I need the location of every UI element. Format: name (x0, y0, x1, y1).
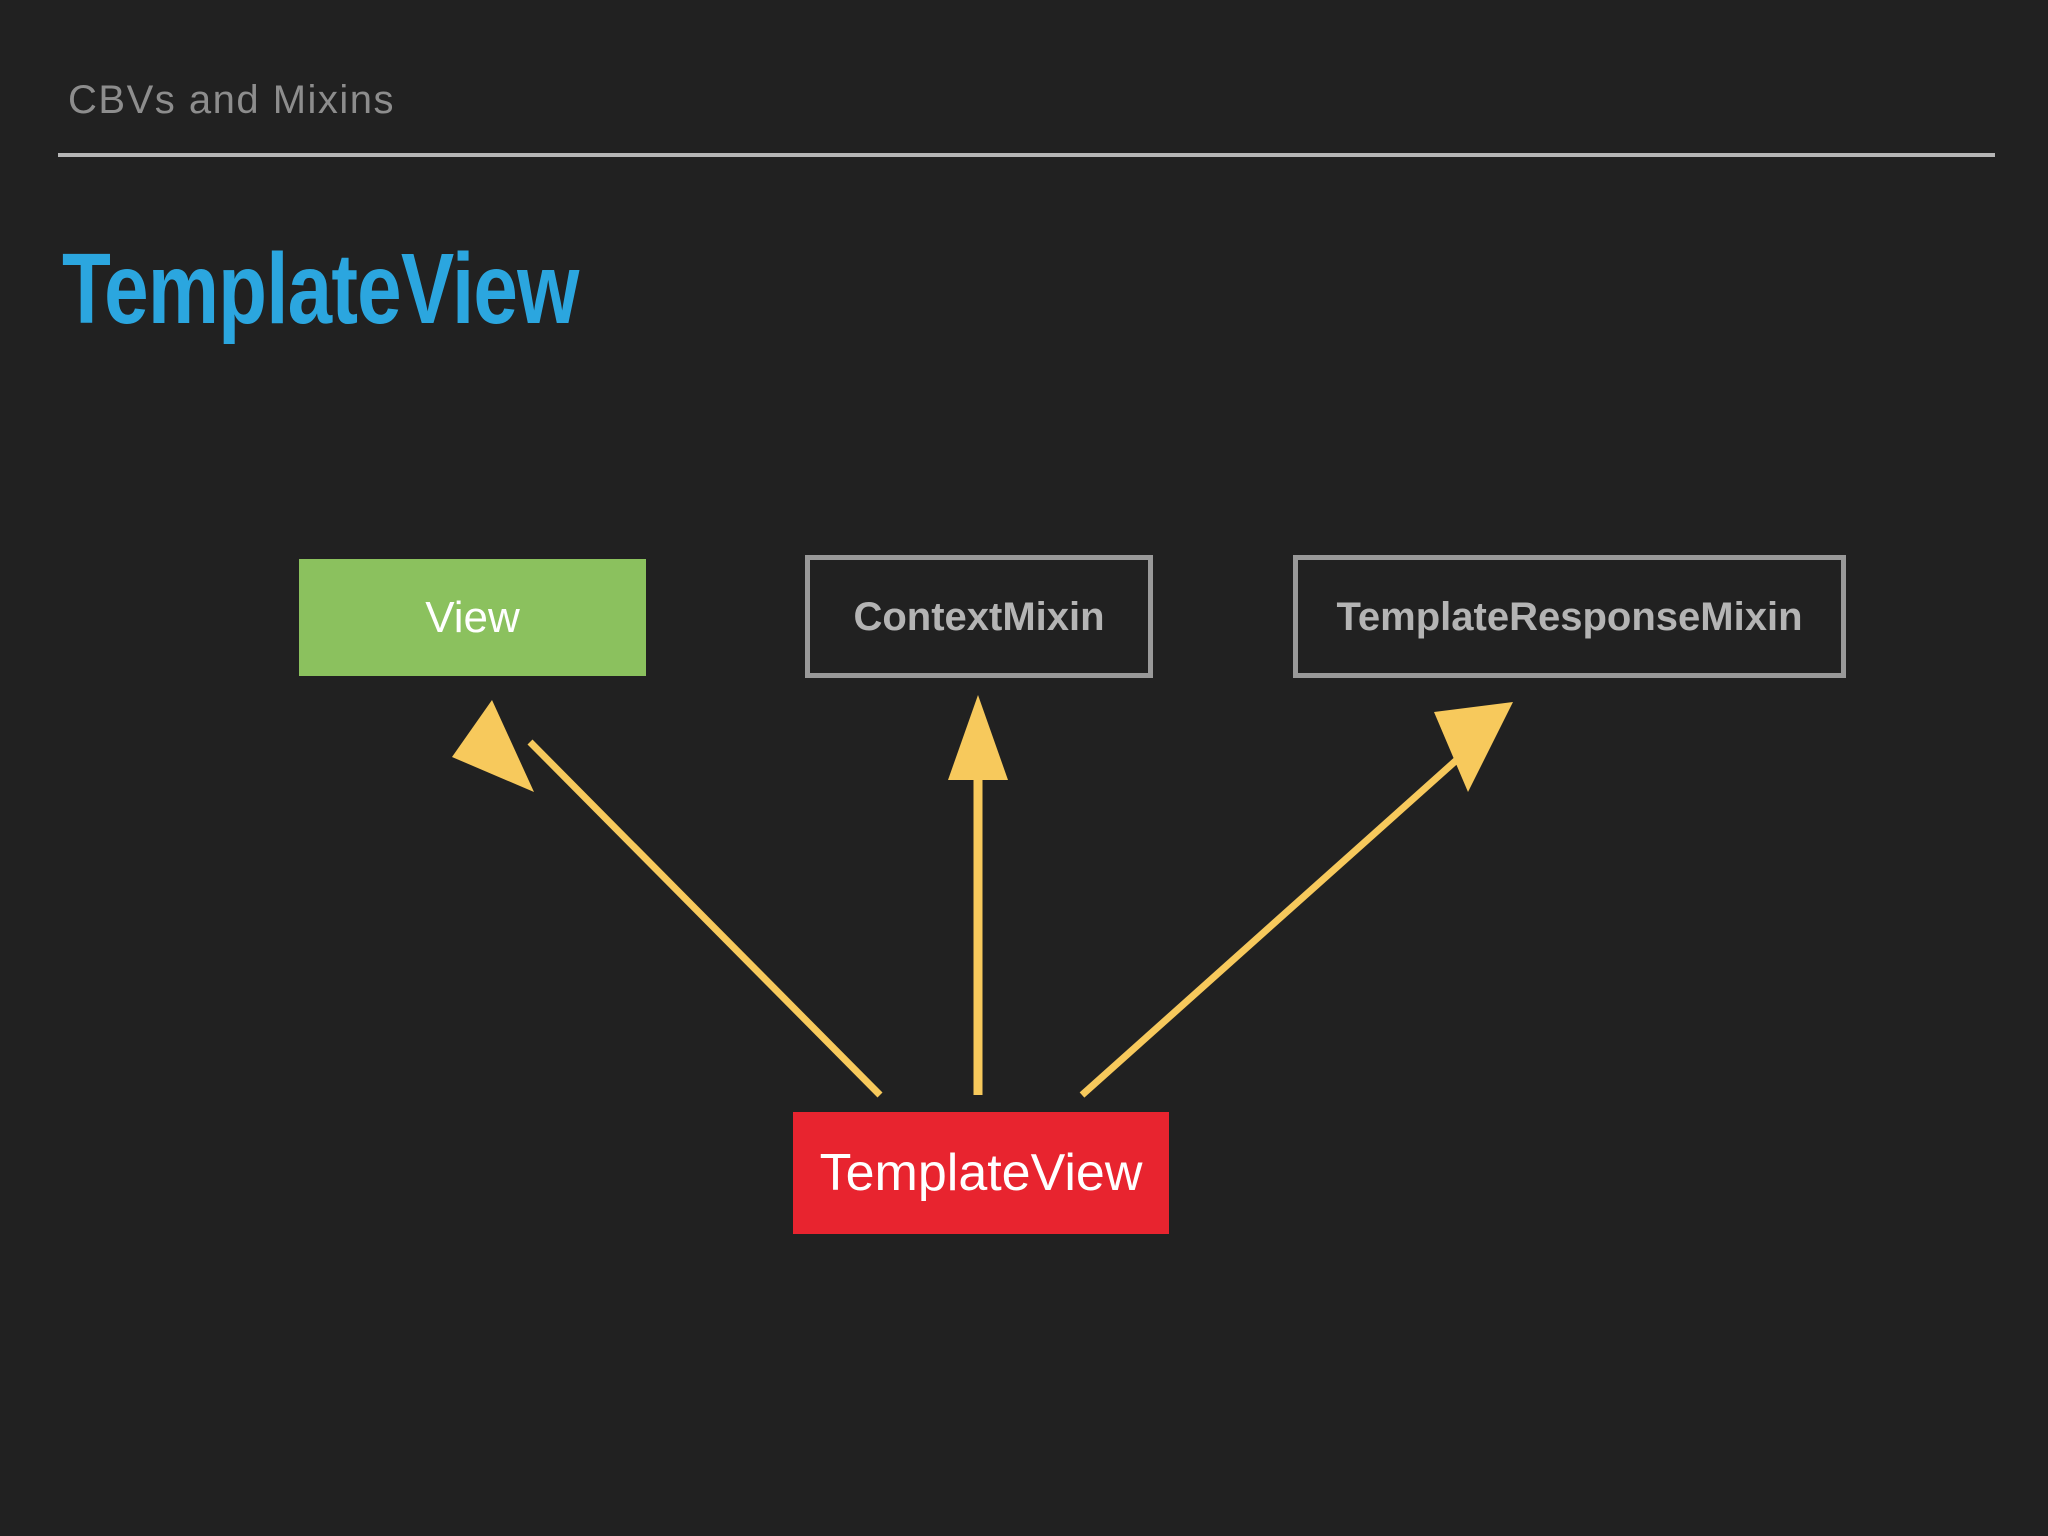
arrow-to-template-response-mixin (1079, 702, 1513, 1098)
node-template-view[interactable]: TemplateView (793, 1112, 1169, 1234)
slide-header-label: CBVs and Mixins (68, 78, 396, 122)
node-template-response-mixin[interactable]: TemplateResponseMixin (1293, 555, 1846, 678)
node-template-view-label: TemplateView (819, 1144, 1143, 1202)
arrow-to-context-mixin (948, 695, 1008, 1095)
header-divider (58, 153, 1995, 157)
arrow-to-view (452, 700, 883, 1098)
node-context-mixin[interactable]: ContextMixin (805, 555, 1153, 678)
node-view[interactable]: View (299, 559, 646, 676)
page-title: TemplateView (62, 233, 579, 345)
node-context-mixin-label: ContextMixin (853, 594, 1105, 639)
node-view-label: View (425, 592, 520, 642)
node-template-response-mixin-label: TemplateResponseMixin (1336, 594, 1803, 639)
